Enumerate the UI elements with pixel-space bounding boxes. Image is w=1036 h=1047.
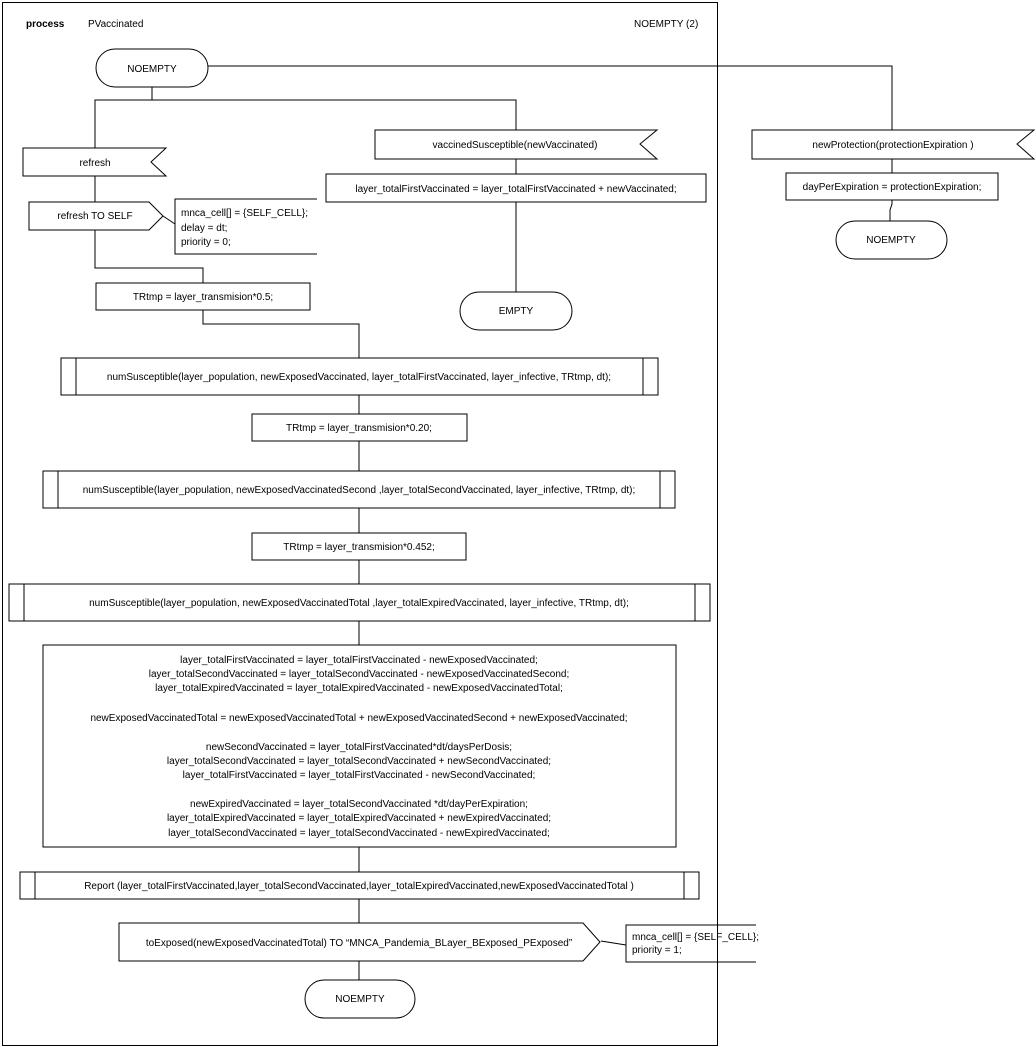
end-state-empty-label: EMPTY <box>499 306 534 317</box>
task-add-first-vaccinated[interactable]: layer_totalFirstVaccinated = layer_total… <box>325 173 707 203</box>
task-trtmp-3-label: TRtmp = layer_transmision*0.452; <box>283 542 434 553</box>
task-line: layer_totalSecondVaccinated = layer_tota… <box>149 669 570 680</box>
task-line: newSecondVaccinated = layer_totalFirstVa… <box>206 742 512 753</box>
exposed-param-priority: priority = 1; <box>632 945 682 956</box>
task-line: layer_totalFirstVaccinated = layer_total… <box>183 770 536 781</box>
task-trtmp-1[interactable]: TRtmp = layer_transmision*0.5; <box>95 282 311 311</box>
procedure-call-3[interactable]: numSusceptible(layer_population, newExpo… <box>8 583 711 622</box>
task-trtmp-2[interactable]: TRtmp = layer_transmision*0.20; <box>251 413 468 442</box>
page-label: NOEMPTY (2) <box>634 19 698 30</box>
procedure-call-3-label: numSusceptible(layer_population, newExpo… <box>89 598 629 609</box>
task-add-first-vaccinated-label: layer_totalFirstVaccinated = layer_total… <box>355 184 676 195</box>
refresh-param-priority: priority = 0; <box>181 237 231 248</box>
input-signal-new-protection[interactable]: newProtection(protectionExpiration ) <box>751 129 1036 160</box>
task-line: layer_totalFirstVaccinated = layer_total… <box>180 655 538 666</box>
flow-connectors <box>94 65 893 980</box>
procedure-call-1[interactable]: numSusceptible(layer_population, newExpo… <box>60 357 659 396</box>
output-refresh-label: refresh TO SELF <box>57 211 132 222</box>
exposed-param-cell: mnca_cell[] = {SELF_CELL}; <box>632 932 759 943</box>
task-update-vaccinated-totals[interactable]: layer_totalFirstVaccinated = layer_total… <box>42 644 677 848</box>
end-state-noempty-protection-label: NOEMPTY <box>866 235 916 246</box>
procedure-call-report[interactable]: Report (layer_totalFirstVaccinated,layer… <box>19 871 700 900</box>
task-trtmp-1-label: TRtmp = layer_transmision*0.5; <box>133 292 273 303</box>
diagram-frame <box>2 2 718 1046</box>
procedure-call-report-label: Report (layer_totalFirstVaccinated,layer… <box>84 881 634 892</box>
procedure-call-2[interactable]: numSusceptible(layer_population, newExpo… <box>42 470 676 509</box>
refresh-param-cell: mnca_cell[] = {SELF_CELL}; <box>181 208 308 219</box>
task-set-day-per-expiration-label: dayPerExpiration = protectionExpiration; <box>803 182 982 193</box>
output-exposed-label: toExposed(newExposedVaccinatedTotal) TO … <box>146 938 572 949</box>
input-signal-refresh[interactable]: refresh <box>22 147 168 177</box>
task-line: layer_totalSecondVaccinated = layer_tota… <box>167 756 551 767</box>
end-state-noempty-label: NOEMPTY <box>335 994 385 1005</box>
task-line: layer_totalExpiredVaccinated = layer_tot… <box>155 683 563 694</box>
task-trtmp-3[interactable]: TRtmp = layer_transmision*0.452; <box>251 532 467 561</box>
start-state-noempty[interactable]: NOEMPTY <box>95 48 209 88</box>
comment-brackets <box>162 198 756 963</box>
task-line: layer_totalSecondVaccinated = layer_tota… <box>168 828 550 839</box>
procedure-call-1-label: numSusceptible(layer_population, newExpo… <box>107 372 611 383</box>
input-signal-vaccined-susceptible[interactable]: vaccinedSusceptible(newVaccinated) <box>374 129 659 160</box>
task-trtmp-2-label: TRtmp = layer_transmision*0.20; <box>286 423 432 434</box>
input-protection-label: newProtection(protectionExpiration ) <box>812 140 973 151</box>
input-vaccined-label: vaccinedSusceptible(newVaccinated) <box>433 140 598 151</box>
end-state-noempty[interactable]: NOEMPTY <box>304 979 416 1019</box>
output-signal-refresh-to-self[interactable]: refresh TO SELF <box>28 201 164 231</box>
refresh-param-delay: delay = dt; <box>181 223 227 234</box>
input-refresh-label: refresh <box>79 158 110 169</box>
output-signal-to-exposed[interactable]: toExposed(newExposedVaccinatedTotal) TO … <box>118 922 601 962</box>
end-state-empty[interactable]: EMPTY <box>459 291 573 331</box>
task-line: newExposedVaccinatedTotal = newExposedVa… <box>90 713 627 724</box>
start-state-label: NOEMPTY <box>127 64 177 75</box>
task-line: newExpiredVaccinated = layer_totalSecond… <box>190 799 528 810</box>
task-set-day-per-expiration[interactable]: dayPerExpiration = protectionExpiration; <box>785 172 999 201</box>
procedure-call-2-label: numSusceptible(layer_population, newExpo… <box>83 485 636 496</box>
task-line: layer_totalExpiredVaccinated = layer_tot… <box>167 813 551 824</box>
process-keyword: process <box>26 19 65 30</box>
process-name: PVaccinated <box>88 19 143 30</box>
end-state-noempty-protection[interactable]: NOEMPTY <box>835 220 948 260</box>
